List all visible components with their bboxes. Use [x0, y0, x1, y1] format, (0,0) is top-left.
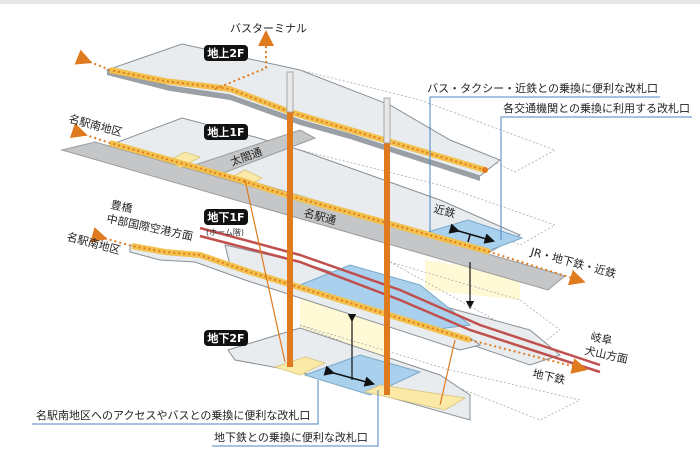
toyohashi-label: 豊橋 — [109, 197, 133, 215]
svg-text:地下2F: 地下2F — [207, 331, 244, 345]
floor-tag-b1: 地下1F — [204, 209, 248, 225]
svg-text:地上1F: 地上1F — [207, 125, 244, 139]
floor-tag-2f: 地上2F — [204, 45, 248, 61]
top-border — [0, 0, 700, 4]
subway-label: 地下鉄 — [531, 366, 566, 387]
floor-tag-b2: 地下2F — [204, 330, 248, 346]
platform-level-label: (ホーム階) — [206, 227, 244, 237]
all-transport-gate-callout: 各交通機関との乗換に利用する改札口 — [503, 101, 690, 115]
kintetsu-label: 近鉄 — [432, 201, 457, 220]
vertical-connectors — [244, 71, 456, 406]
gifu-label: 岐阜 — [589, 330, 613, 347]
meieki-south-1f-label: 名駅南地区 — [67, 111, 124, 139]
subway-gate-callout: 地下鉄との乗換に便利な改札口 — [214, 430, 368, 444]
svg-text:地下1F: 地下1F — [207, 210, 244, 224]
svg-text:地上2F: 地上2F — [207, 46, 244, 60]
meieki-south-b1-label: 名駅南地区 — [65, 229, 122, 257]
south-access-gate-callout: 名駅南地区へのアクセスやバスとの乗換に便利な改札口 — [36, 408, 310, 422]
floor-tag-1f: 地上1F — [204, 124, 248, 140]
bus-taxi-gate-callout: バス・タクシー・近鉄との乗換に便利な改札口 — [427, 81, 658, 95]
bus-terminal-label: バスターミナル — [230, 22, 307, 35]
callout-lines — [32, 96, 692, 447]
centrair-label: 中部国際空港方面 — [105, 211, 194, 243]
